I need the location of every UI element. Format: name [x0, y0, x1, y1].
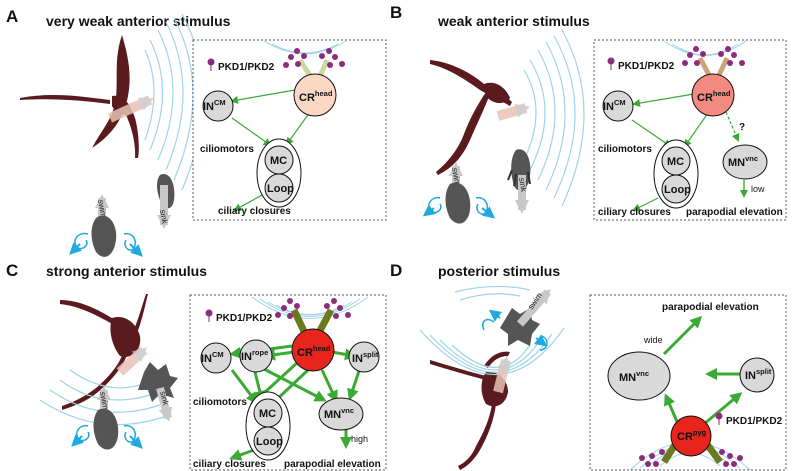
ciliomotors-label: ciliomotors — [193, 397, 247, 408]
stimulus-arrow — [493, 356, 511, 394]
in-cm-label: INCM — [201, 350, 224, 365]
panel-title: weak anterior stimulus — [437, 13, 590, 29]
in-split-node: INsplit — [348, 341, 380, 373]
sink-label: sink — [158, 209, 170, 226]
receptor-legend: PKD1/PKD2 — [607, 57, 675, 72]
panel-a: A very weak anterior stimulus sink swim — [6, 7, 387, 257]
loop-label: Loop — [664, 184, 691, 196]
receptor-legend-label: PKD1/PKD2 — [218, 62, 275, 73]
ciliomotor-group: MC Loop — [653, 139, 699, 209]
cr-head-label: CRhead — [297, 344, 331, 359]
in-cm-node: INCM — [602, 90, 634, 122]
mn-vnc-label: MNvnc — [728, 154, 758, 169]
cr-head-label: CRhead — [299, 89, 333, 104]
larva-illustration — [20, 35, 139, 158]
panel-d: D posterior stimulus swim — [390, 261, 787, 471]
sinking-larva: sink — [138, 362, 178, 422]
receptor-legend-label: PKD1/PKD2 — [216, 313, 273, 324]
loop-label: Loop — [267, 183, 294, 195]
cr-head-node: CRhead — [691, 73, 735, 117]
panel-letter: D — [390, 261, 402, 280]
receptor-dot-icon — [205, 309, 213, 317]
stimulus-arrow — [107, 95, 154, 123]
cr-head-node: CRhead — [293, 73, 337, 117]
receptor-legend: PKD1/PKD2 — [715, 412, 783, 427]
receptor-legend-label: PKD1/PKD2 — [726, 416, 783, 427]
mn-vnc-node: MNvnc — [318, 397, 364, 431]
sinking-larva: sink — [507, 149, 531, 214]
in-split-node: INsplit — [739, 357, 775, 393]
parapodial-elevation-label: parapodial elevation — [284, 459, 381, 470]
swimming-larva: swim — [422, 162, 496, 224]
in-split-label: INsplit — [352, 350, 379, 365]
larva-illustration — [60, 294, 148, 410]
stimulus-arrow — [116, 346, 148, 376]
stimulus-waves — [419, 285, 565, 375]
swimming-larva: swim — [482, 288, 552, 351]
receptor-legend: PKD1/PKD2 — [205, 309, 273, 324]
high-label: high — [351, 434, 368, 444]
swim-label: swim — [98, 391, 110, 411]
parapodial-elevation-label: parapodial elevation — [686, 207, 783, 218]
in-rope-label: INrope — [241, 348, 268, 363]
receptor-dot-icon — [607, 57, 615, 65]
low-label: low — [751, 184, 765, 194]
mn-vnc-node: MNvnc — [722, 144, 768, 180]
mc-label: MC — [270, 155, 287, 167]
receptor-dot-icon — [207, 58, 215, 66]
mn-vnc-label: MNvnc — [619, 369, 649, 384]
ciliomotors-label: ciliomotors — [200, 144, 254, 155]
mn-vnc-label: MNvnc — [324, 406, 354, 421]
panel-letter: A — [6, 7, 18, 26]
in-rope-node: INrope — [239, 339, 273, 373]
swim-label: swim — [450, 167, 462, 187]
stimulus-waves — [523, 29, 585, 207]
ciliomotor-group: MC Loop — [256, 138, 302, 208]
mn-vnc-node: MNvnc — [607, 351, 671, 401]
cr-head-node: CRhead — [291, 328, 335, 372]
sink-label: sink — [517, 177, 529, 194]
sinking-larva: sink — [157, 174, 175, 229]
ciliomotors-label: ciliomotors — [598, 144, 652, 155]
swim-label: swim — [96, 199, 108, 219]
panel-title: very weak anterior stimulus — [46, 13, 231, 29]
ciliary-closures-label: ciliary closures — [193, 459, 266, 470]
ciliary-closures-label: ciliary closures — [598, 207, 671, 218]
in-split-label: INsplit — [745, 367, 772, 382]
ciliary-closures-label: ciliary closures — [218, 206, 291, 217]
panel-letter: B — [390, 3, 402, 22]
larva-illustration — [430, 60, 512, 175]
mc-label: MC — [667, 156, 684, 168]
in-cm-label: INCM — [203, 98, 226, 113]
parapodial-elevation-label: parapodial elevation — [662, 302, 759, 313]
cr-head-label: CRhead — [697, 89, 731, 104]
receptor-legend-label: PKD1/PKD2 — [618, 61, 675, 72]
panel-title: strong anterior stimulus — [46, 263, 207, 279]
cr-pyg-label: CRpyg — [677, 428, 707, 443]
ciliomotor-group: MC Loop — [245, 391, 291, 461]
panel-b: B weak anterior stimulus sink swim — [390, 3, 787, 224]
swimming-larva: swim — [71, 386, 143, 450]
in-cm-node: INCM — [202, 90, 234, 122]
question-mark: ? — [739, 122, 745, 133]
in-cm-label: INCM — [603, 98, 626, 113]
pathway-arrows — [662, 315, 743, 426]
swimming-larva: swim — [69, 194, 143, 257]
mc-label: MC — [259, 408, 276, 420]
panel-c: C strong anterior stimulus sink swim — [6, 261, 387, 471]
stimulus-arrow — [496, 103, 530, 121]
panel-title: posterior stimulus — [438, 263, 560, 279]
receptor-legend: PKD1/PKD2 — [207, 58, 275, 73]
cr-pyg-node: CRpyg — [670, 415, 712, 457]
in-cm-node: INCM — [200, 342, 232, 374]
loop-label: Loop — [256, 436, 283, 448]
sink-label: sink — [158, 390, 171, 407]
receptor-dot-icon — [715, 412, 723, 420]
wide-label: wide — [643, 335, 663, 345]
panel-letter: C — [6, 261, 18, 280]
